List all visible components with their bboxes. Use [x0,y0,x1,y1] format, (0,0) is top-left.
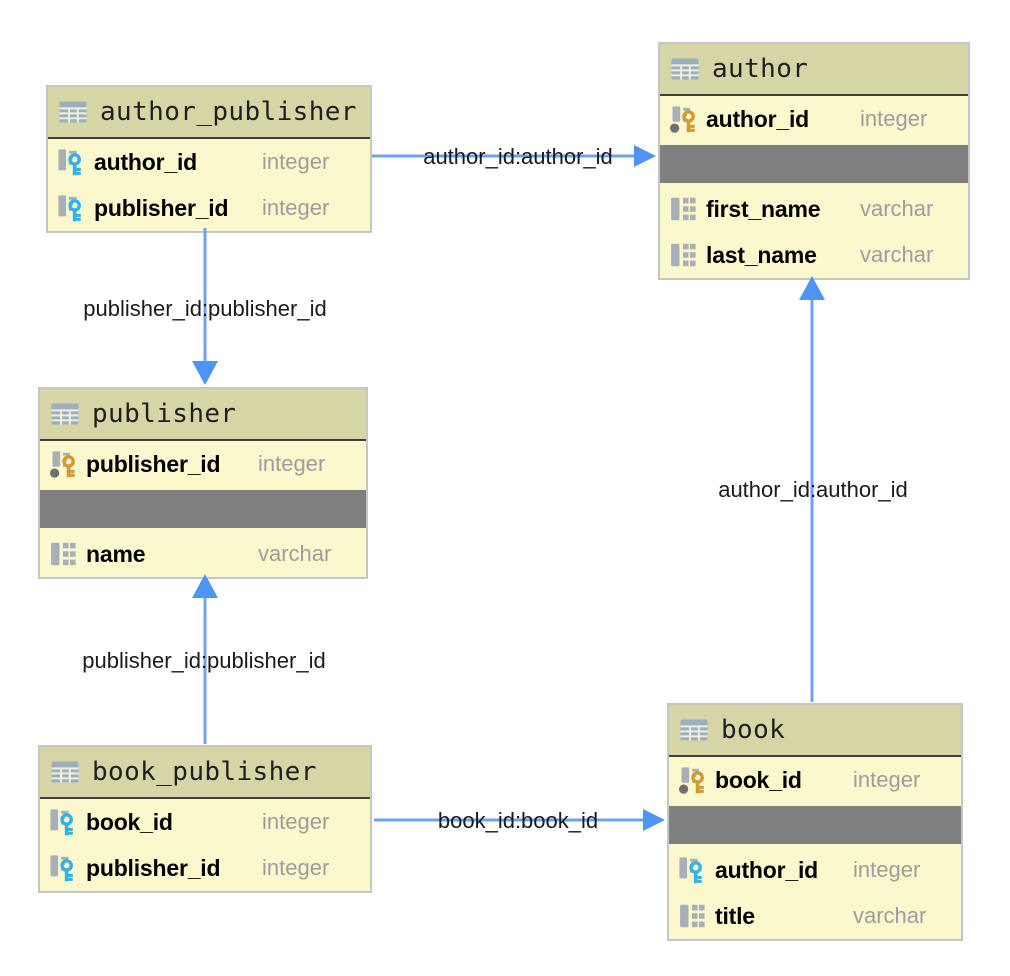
column-row-last-name[interactable]: last_name varchar [660,232,968,278]
table-header[interactable]: book_publisher [40,747,370,799]
column-icon [678,902,706,930]
column-type: integer [853,857,921,882]
column-name: last_name [706,241,817,268]
column-type: varchar [860,196,934,221]
column-row-title[interactable]: title varchar [669,893,961,939]
relationship-label: publisher_id:publisher_id [82,648,326,673]
column-type: integer [262,149,330,174]
column-type: integer [853,767,921,792]
column-type: varchar [860,242,934,267]
column-type: varchar [258,541,332,566]
table-node-author-publisher[interactable]: author_publisher author_id integer publi… [46,85,372,233]
column-name: author_id [94,148,197,175]
table-node-book[interactable]: book book_id integer author_id integer t… [667,703,963,941]
table-header[interactable]: author_publisher [48,87,370,139]
column-name: book_id [86,808,173,835]
column-row-name[interactable]: name varchar [40,531,366,577]
column-row-book-id[interactable]: book_id integer [669,757,961,803]
column-type: integer [262,855,330,880]
foreign-key-icon [678,856,706,884]
table-icon [50,760,80,784]
table-title: book_publisher [92,757,317,787]
relationship-label: book_id:book_id [437,808,599,833]
column-row-publisher-id[interactable]: publisher_id integer [40,441,366,487]
table-header[interactable]: book [669,705,961,757]
column-row-author-id[interactable]: author_id integer [669,847,961,893]
column-type: varchar [853,903,927,928]
column-icon [669,241,697,269]
table-icon [50,402,80,426]
table-icon [670,57,700,81]
column-name: title [715,902,755,929]
foreign-key-icon [49,808,77,836]
column-name: name [86,540,146,567]
relationship-label: publisher_id:publisher_id [83,296,327,321]
table-icon [679,718,709,742]
column-type: integer [262,195,330,220]
table-header[interactable]: author [660,44,968,96]
foreign-key-icon [57,148,85,176]
table-title: author [712,54,809,84]
column-name: author_id [706,105,809,132]
table-title: author_publisher [100,97,357,127]
relationship-label: author_id:author_id [718,477,908,502]
column-name: first_name [706,195,821,222]
collapsed-columns-band [40,490,366,528]
primary-key-icon [669,105,697,133]
table-icon [58,100,88,124]
table-title: publisher [92,399,237,429]
table-node-author[interactable]: author author_id integer first_name varc… [658,42,970,280]
column-row-publisher-id[interactable]: publisher_id integer [48,185,370,231]
column-name: book_id [715,766,802,793]
collapsed-columns-band [669,806,961,844]
relationship-label: author_id:author_id [423,144,613,169]
table-node-publisher[interactable]: publisher publisher_id integer name varc… [38,387,368,579]
column-row-first-name[interactable]: first_name varchar [660,186,968,232]
column-row-author-id[interactable]: author_id integer [48,139,370,185]
column-row-author-id[interactable]: author_id integer [660,96,968,142]
table-title: book [721,715,786,745]
column-row-publisher-id[interactable]: publisher_id integer [40,845,370,891]
column-type: integer [860,106,928,131]
primary-key-icon [49,450,77,478]
column-name: author_id [715,856,818,883]
column-type: integer [258,451,326,476]
table-header[interactable]: publisher [40,389,366,441]
primary-key-icon [678,766,706,794]
collapsed-columns-band [660,145,968,183]
column-type: integer [262,809,330,834]
table-node-book-publisher[interactable]: book_publisher book_id integer publisher… [38,745,372,893]
column-row-book-id[interactable]: book_id integer [40,799,370,845]
column-icon [669,195,697,223]
column-icon [49,540,77,568]
column-name: publisher_id [94,194,229,221]
column-name: publisher_id [86,854,221,881]
foreign-key-icon [57,194,85,222]
column-name: publisher_id [86,450,221,477]
foreign-key-icon [49,854,77,882]
